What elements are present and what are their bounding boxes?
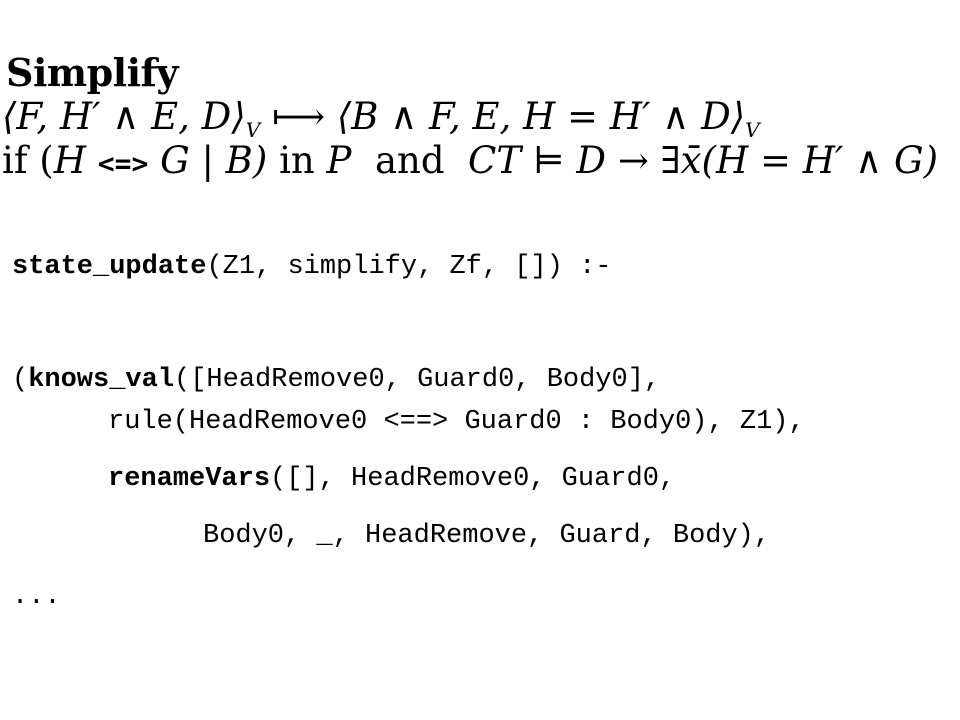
- code-head-args: (Z1, simplify, Zf, []) :-: [206, 252, 612, 282]
- cond-entailment: ⊨ D → ∃x̄(H = H′ ∧ G): [532, 139, 939, 182]
- code-line-rule: rule(HeadRemove0 <==> Guard0 : Body0), Z…: [108, 407, 805, 437]
- rule-arrow: ⟼: [260, 95, 337, 138]
- code-predicate-knows-val: knows_val: [28, 365, 175, 395]
- page-title: Simplify: [6, 50, 178, 95]
- cond-program: P: [326, 139, 352, 182]
- code-line-rename-vars-cont: Body0, _, HeadRemove, Guard, Body),: [203, 521, 771, 551]
- rule-lhs-subscript: V: [245, 118, 261, 142]
- code-predicate-state-update: state_update: [12, 252, 207, 282]
- simplify-transition-formula: ⟨F, H′ ∧ E, D⟩V ⟼ ⟨B ∧ F, E, H = H′ ∧ D⟩…: [2, 98, 760, 140]
- cond-ct: CT: [468, 139, 522, 182]
- code-line-rename-vars: renameVars([], HeadRemove0, Guard0,: [108, 466, 675, 493]
- rule-rhs: ⟨B ∧ F, E, H = H′ ∧ D⟩: [336, 95, 746, 138]
- code-ellipsis: ...: [12, 582, 61, 612]
- cond-open-paren: (: [39, 139, 54, 182]
- rule-rhs-subscript: V: [745, 118, 760, 142]
- cond-in: in: [279, 139, 315, 182]
- code-knows-val-args: ([HeadRemove0, Guard0, Body0],: [174, 365, 661, 395]
- code-head-line: state_update(Z1, simplify, Zf, []) :-: [12, 254, 612, 281]
- rule-lhs: ⟨F, H′ ∧ E, D⟩: [2, 95, 246, 138]
- cond-head: H: [53, 139, 87, 182]
- simplify-condition-formula: if (H <=> G | B) in P and CT ⊨ D → ∃x̄(H…: [2, 142, 938, 179]
- code-predicate-rename-vars: renameVars: [108, 464, 271, 494]
- cond-and: and: [374, 139, 445, 182]
- cond-operator: <=>: [97, 147, 149, 180]
- code-line-knows-val: (knows_val([HeadRemove0, Guard0, Body0],: [12, 367, 660, 394]
- cond-if: if: [2, 139, 28, 182]
- code-rename-vars-args: ([], HeadRemove0, Guard0,: [270, 464, 676, 494]
- cond-guard: G | B): [160, 139, 268, 182]
- code-open-paren: (: [12, 365, 29, 395]
